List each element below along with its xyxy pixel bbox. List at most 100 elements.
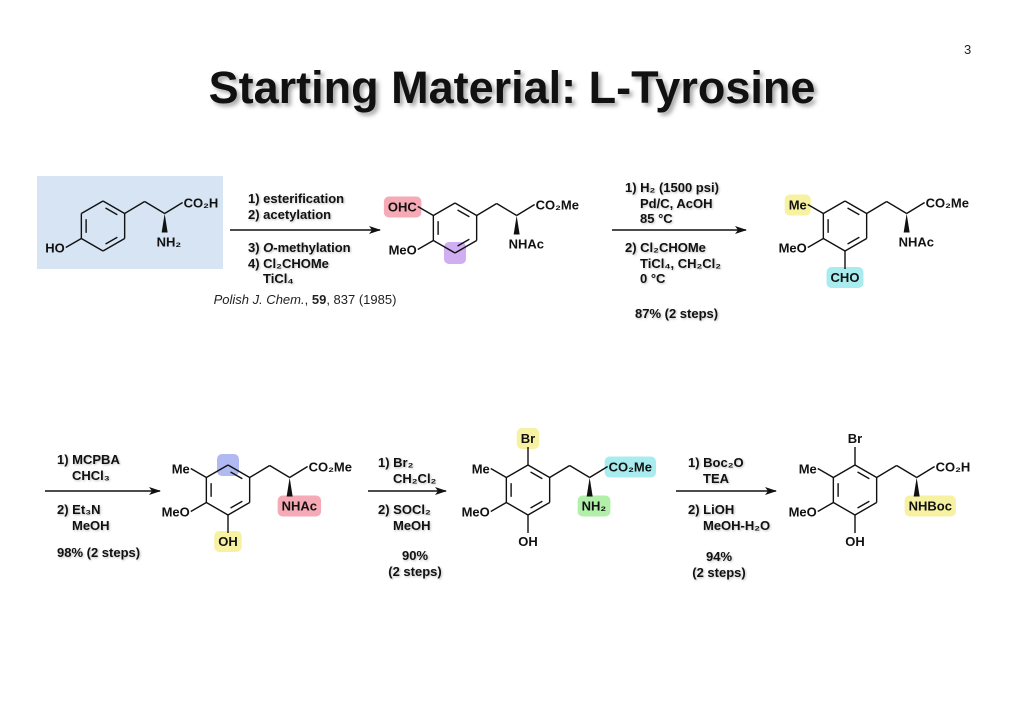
yield-line: 90% — [401, 548, 429, 563]
highlight-v0 — [516, 428, 540, 449]
highlight-nh — [577, 495, 611, 517]
condition-line: 1) Br₂ — [378, 455, 414, 470]
carboxyl-label: CO₂H — [184, 196, 219, 211]
bond — [530, 471, 543, 480]
atom-label-v0: Br — [521, 431, 535, 446]
condition-line: 2) LiOH — [688, 502, 735, 517]
bond — [124, 200, 146, 215]
amine-label: NHAc — [509, 237, 544, 252]
bond — [807, 237, 824, 249]
condition-italic: O — [263, 240, 274, 255]
citation-pages-year: , 837 (1985) — [326, 292, 397, 307]
bond — [230, 471, 243, 480]
condition-line: 2) Cl₂CHOMe — [625, 240, 706, 255]
bond — [817, 467, 834, 479]
bond — [505, 501, 529, 516]
bond — [454, 202, 478, 217]
atom-label-v5: OHC — [388, 200, 418, 215]
carboxyl-label: CO₂Me — [309, 460, 352, 475]
condition-line: TiCl₄ — [263, 271, 294, 286]
slide-title: Starting Material: L-Tyrosine — [208, 62, 816, 113]
yield-line: (2 steps) — [388, 563, 442, 579]
step-5-yield: 94%(2 steps) — [684, 549, 754, 580]
bond — [527, 501, 551, 516]
condition-line: 1) esterification — [248, 191, 345, 206]
condition-line: 2) SOCl₂ — [378, 502, 431, 517]
page-number: 3 — [964, 42, 972, 57]
atom-label-v4: MeO — [162, 505, 190, 520]
bond — [454, 239, 478, 254]
carboxyl-label: CO₂Me — [609, 460, 652, 475]
citation-sep: , — [304, 292, 312, 307]
condition-line: 2) Et₃N — [57, 502, 101, 517]
highlight-v3 — [826, 267, 864, 288]
atom-label-v5: Me — [799, 462, 817, 477]
bond — [832, 464, 856, 479]
citation-volume: 59 — [311, 292, 327, 307]
bond — [490, 467, 507, 479]
bond — [866, 200, 888, 215]
condition-prefix: 3) — [248, 240, 264, 255]
bond — [886, 200, 908, 215]
condition-line: 4) Cl₂CHOMe — [248, 255, 329, 271]
condition-line: 85 °C — [640, 211, 673, 226]
stereo-wedge-bond — [903, 213, 910, 233]
bond — [417, 205, 434, 217]
condition-line: CHCl₃ — [72, 467, 110, 483]
bond — [527, 464, 551, 479]
condition-line: TiCl₄, CH₂Cl₂ — [640, 255, 722, 271]
bond — [457, 238, 470, 247]
bond — [589, 465, 609, 479]
condition-line: 2) acetylation — [248, 206, 332, 222]
amine-label: NHAc — [282, 499, 317, 514]
bond — [269, 464, 291, 479]
bond — [832, 501, 856, 516]
atom-label-v4: MeO — [462, 505, 490, 520]
step-4-yield: 90%(2 steps) — [380, 548, 450, 579]
condition-line: 1) MCPBA — [57, 452, 120, 467]
bond — [822, 200, 846, 215]
bond — [80, 200, 104, 215]
bond — [144, 200, 166, 215]
amine-label: NH₂ — [582, 499, 607, 514]
bond — [289, 465, 309, 479]
citation-journal: Polish J. Chem. — [213, 292, 305, 307]
bond — [205, 464, 229, 479]
highlight-v5 — [784, 194, 811, 216]
bond — [822, 237, 846, 252]
bond — [102, 237, 126, 252]
yield-line: 94% — [705, 549, 733, 564]
bond — [817, 501, 834, 513]
bond — [432, 239, 456, 254]
atom-label-v5: Me — [472, 462, 490, 477]
condition-line: 0 °C — [640, 271, 666, 286]
highlight-co2 — [604, 456, 656, 478]
bond — [854, 464, 878, 479]
amine-label: NH₂ — [157, 235, 182, 250]
atom-label-v4: MeO — [389, 243, 417, 258]
bond — [65, 237, 82, 249]
atom-label-v3: CHO — [831, 270, 860, 285]
highlight-nh — [277, 495, 322, 517]
bond — [105, 236, 118, 245]
bond — [490, 501, 507, 513]
condition-line: MeOH-H₂O — [703, 517, 771, 533]
atom-label-v5: Me — [172, 462, 190, 477]
condition-line: Pd/C, AcOH — [640, 195, 713, 211]
bond — [896, 464, 918, 479]
amine-label: NHBoc — [909, 499, 952, 514]
bond — [227, 501, 251, 516]
